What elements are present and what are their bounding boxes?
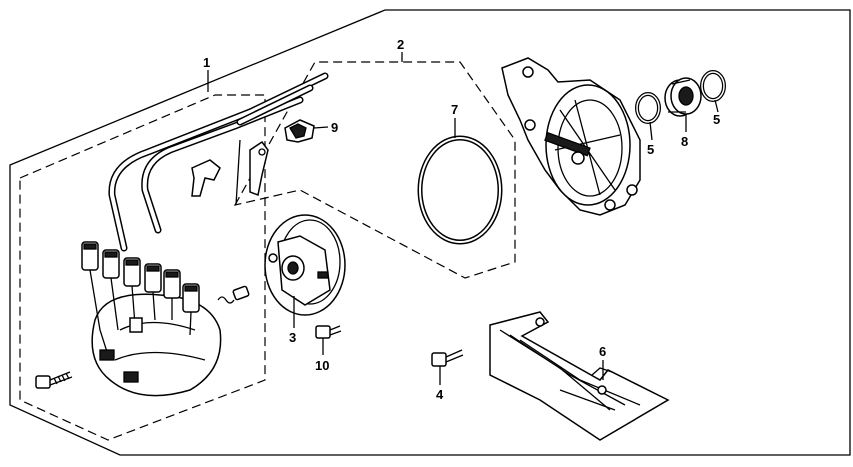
callout-8: 8 [681,134,688,149]
part-8-bushing [664,77,702,117]
tube-clamps [191,139,269,206]
wire-tubes [108,72,329,252]
part-6-shield-plate [489,311,670,441]
callout-5-left: 5 [647,142,654,157]
callout-6: 6 [599,344,606,359]
part-5-seal-left [635,92,661,124]
part-10-bolt [315,325,342,339]
cap-spring [217,285,250,304]
callout-7: 7 [451,102,458,117]
callout-1: 1 [203,55,210,70]
outer-frame [9,9,851,456]
part-7-o-ring [417,135,503,245]
distributor-cap [81,241,222,397]
part-9-connector [284,119,315,143]
cap-bolt [35,371,73,389]
leader-lines [207,52,719,385]
assembly-boundary-1 [19,94,266,441]
callout-2: 2 [397,37,404,52]
callout-5-right: 5 [713,112,720,127]
distributor-housing [501,57,641,216]
callout-9: 9 [331,120,338,135]
part-4-bolt [431,349,464,367]
part-5-seal-right [700,70,726,102]
callout-10: 10 [315,358,329,373]
assembly-boundary-2 [233,61,516,279]
part-3-rotor-cover [264,214,346,316]
callout-4: 4 [436,387,444,402]
callout-3: 3 [289,330,296,345]
